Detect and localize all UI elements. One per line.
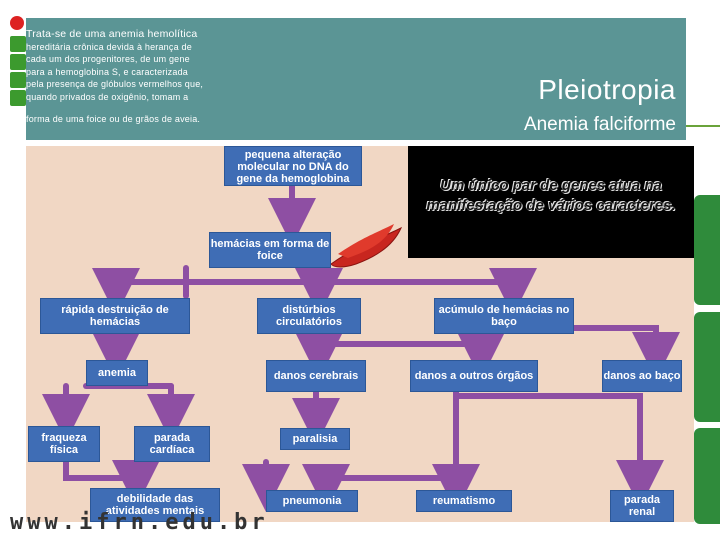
subtitle-underline <box>686 125 720 127</box>
node-mental-impairment: debilidade das atividades mentais <box>90 488 220 522</box>
callout-text: Um único par de genes atua na manifestaç… <box>426 177 676 214</box>
node-rapid-destruction: rápida destruição de hemácias <box>40 298 190 334</box>
green-square-decoration <box>10 36 26 52</box>
intro-line: Trata-se de uma anemia hemolítica <box>26 28 198 40</box>
node-anemia: anemia <box>86 360 148 386</box>
footer-url: www.ifrn.edu.br <box>10 510 269 535</box>
intro-line: hereditária crônica devida à herança de <box>26 41 192 52</box>
green-side-decoration <box>694 195 720 305</box>
node-brain-damage: danos cerebrais <box>266 360 366 392</box>
intro-line: forma de uma foice ou de grãos de aveia. <box>26 114 201 124</box>
slide-header: Trata-se de uma anemia hemolítica heredi… <box>26 18 686 140</box>
green-square-decoration <box>10 54 26 70</box>
intro-text: Trata-se de uma anemia hemolítica heredi… <box>26 28 241 126</box>
node-circulatory: distúrbios circulatórios <box>257 298 361 334</box>
node-paralysis: paralisia <box>280 428 350 450</box>
node-renal-failure: parada renal <box>610 490 674 522</box>
green-side-decoration <box>694 428 720 524</box>
intro-line: para a hemoglobina S, e caracterizada <box>26 66 188 77</box>
arrow-group <box>42 181 680 512</box>
intro-line: cada um dos progenitores, de um gene <box>26 54 190 64</box>
intro-line: pela presença de glóbulos vermelhos que, <box>26 79 204 89</box>
node-spleen-accumulation: acúmulo de hemácias no baço <box>434 298 574 334</box>
node-weakness: fraqueza física <box>28 426 100 462</box>
green-side-decoration <box>694 312 720 422</box>
intro-line: quando privados de oxigênio, tomam a <box>26 91 189 102</box>
node-cardiac-arrest: parada cardíaca <box>134 426 210 462</box>
node-sickle-cells: hemácias em forma de foice <box>209 232 331 268</box>
node-pneumonia: pneumonia <box>266 490 358 512</box>
diagram-arrows <box>42 181 680 512</box>
green-square-decoration <box>10 72 26 88</box>
sickle-cell-illustration <box>330 224 403 268</box>
slide-subtitle: Anemia falciforme <box>523 114 676 135</box>
node-root: pequena alteração molecular no DNA do ge… <box>224 146 362 186</box>
green-square-decoration <box>10 90 26 106</box>
node-organ-damage: danos a outros órgãos <box>410 360 538 392</box>
red-dot-decoration <box>10 16 24 30</box>
node-spleen-damage: danos ao baço <box>602 360 682 392</box>
node-rheumatism: reumatismo <box>416 490 512 512</box>
definition-callout: Um único par de genes atua na manifestaç… <box>408 146 694 258</box>
slide-title: Pleiotropia <box>538 74 676 105</box>
